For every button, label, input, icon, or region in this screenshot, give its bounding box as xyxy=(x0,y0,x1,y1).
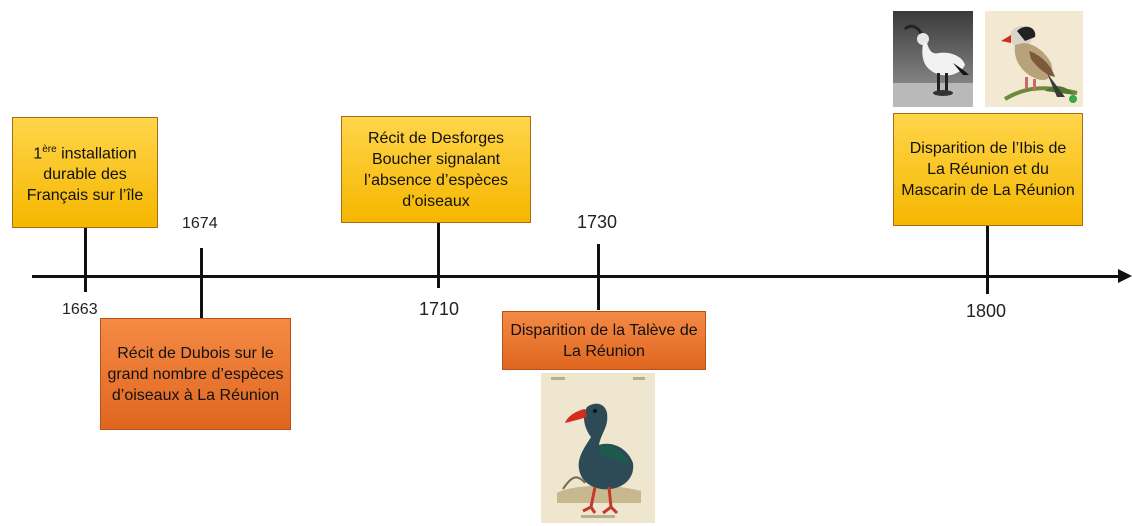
axis-arrow-icon xyxy=(1118,269,1132,283)
mascarin-illustration-icon xyxy=(985,11,1083,107)
event-box-1730: Disparition de la Talève de La Réunion xyxy=(502,311,706,370)
year-label-1730: 1730 xyxy=(577,212,618,232)
tick-1800 xyxy=(986,226,989,294)
tick-1674 xyxy=(200,248,203,318)
event-box-1674: Récit de Dubois sur le grand nombre d’es… xyxy=(100,318,291,430)
tick-1730 xyxy=(597,244,600,310)
ibis-photo-icon xyxy=(893,11,973,107)
event-text-1800: Disparition de l’Ibis de La Réunion et d… xyxy=(901,140,1075,199)
event-box-1800: Disparition de l’Ibis de La Réunion et d… xyxy=(893,113,1083,226)
year-label-1710: 1710 xyxy=(419,299,460,319)
event-text-1710: Récit de Desforges Boucher signalant l’a… xyxy=(363,129,509,210)
event-box-1663: 1ère installation durable des Français s… xyxy=(12,117,158,228)
tick-1663 xyxy=(84,228,87,292)
event-text-1730: Disparition de la Talève de La Réunion xyxy=(510,321,698,360)
event-box-1710: Récit de Desforges Boucher signalant l’a… xyxy=(341,116,531,223)
taleve-illustration-icon xyxy=(541,373,655,523)
timeline-axis xyxy=(32,275,1120,278)
year-label-1800: 1800 xyxy=(966,301,1007,321)
event-text-1663: 1ère installation durable des Français s… xyxy=(26,143,144,205)
event-text-1674: Récit de Dubois sur le grand nombre d’es… xyxy=(107,344,284,404)
year-label-1674: 1674 xyxy=(182,215,218,232)
tick-1710 xyxy=(437,222,440,288)
year-label-1663: 1663 xyxy=(62,301,98,318)
